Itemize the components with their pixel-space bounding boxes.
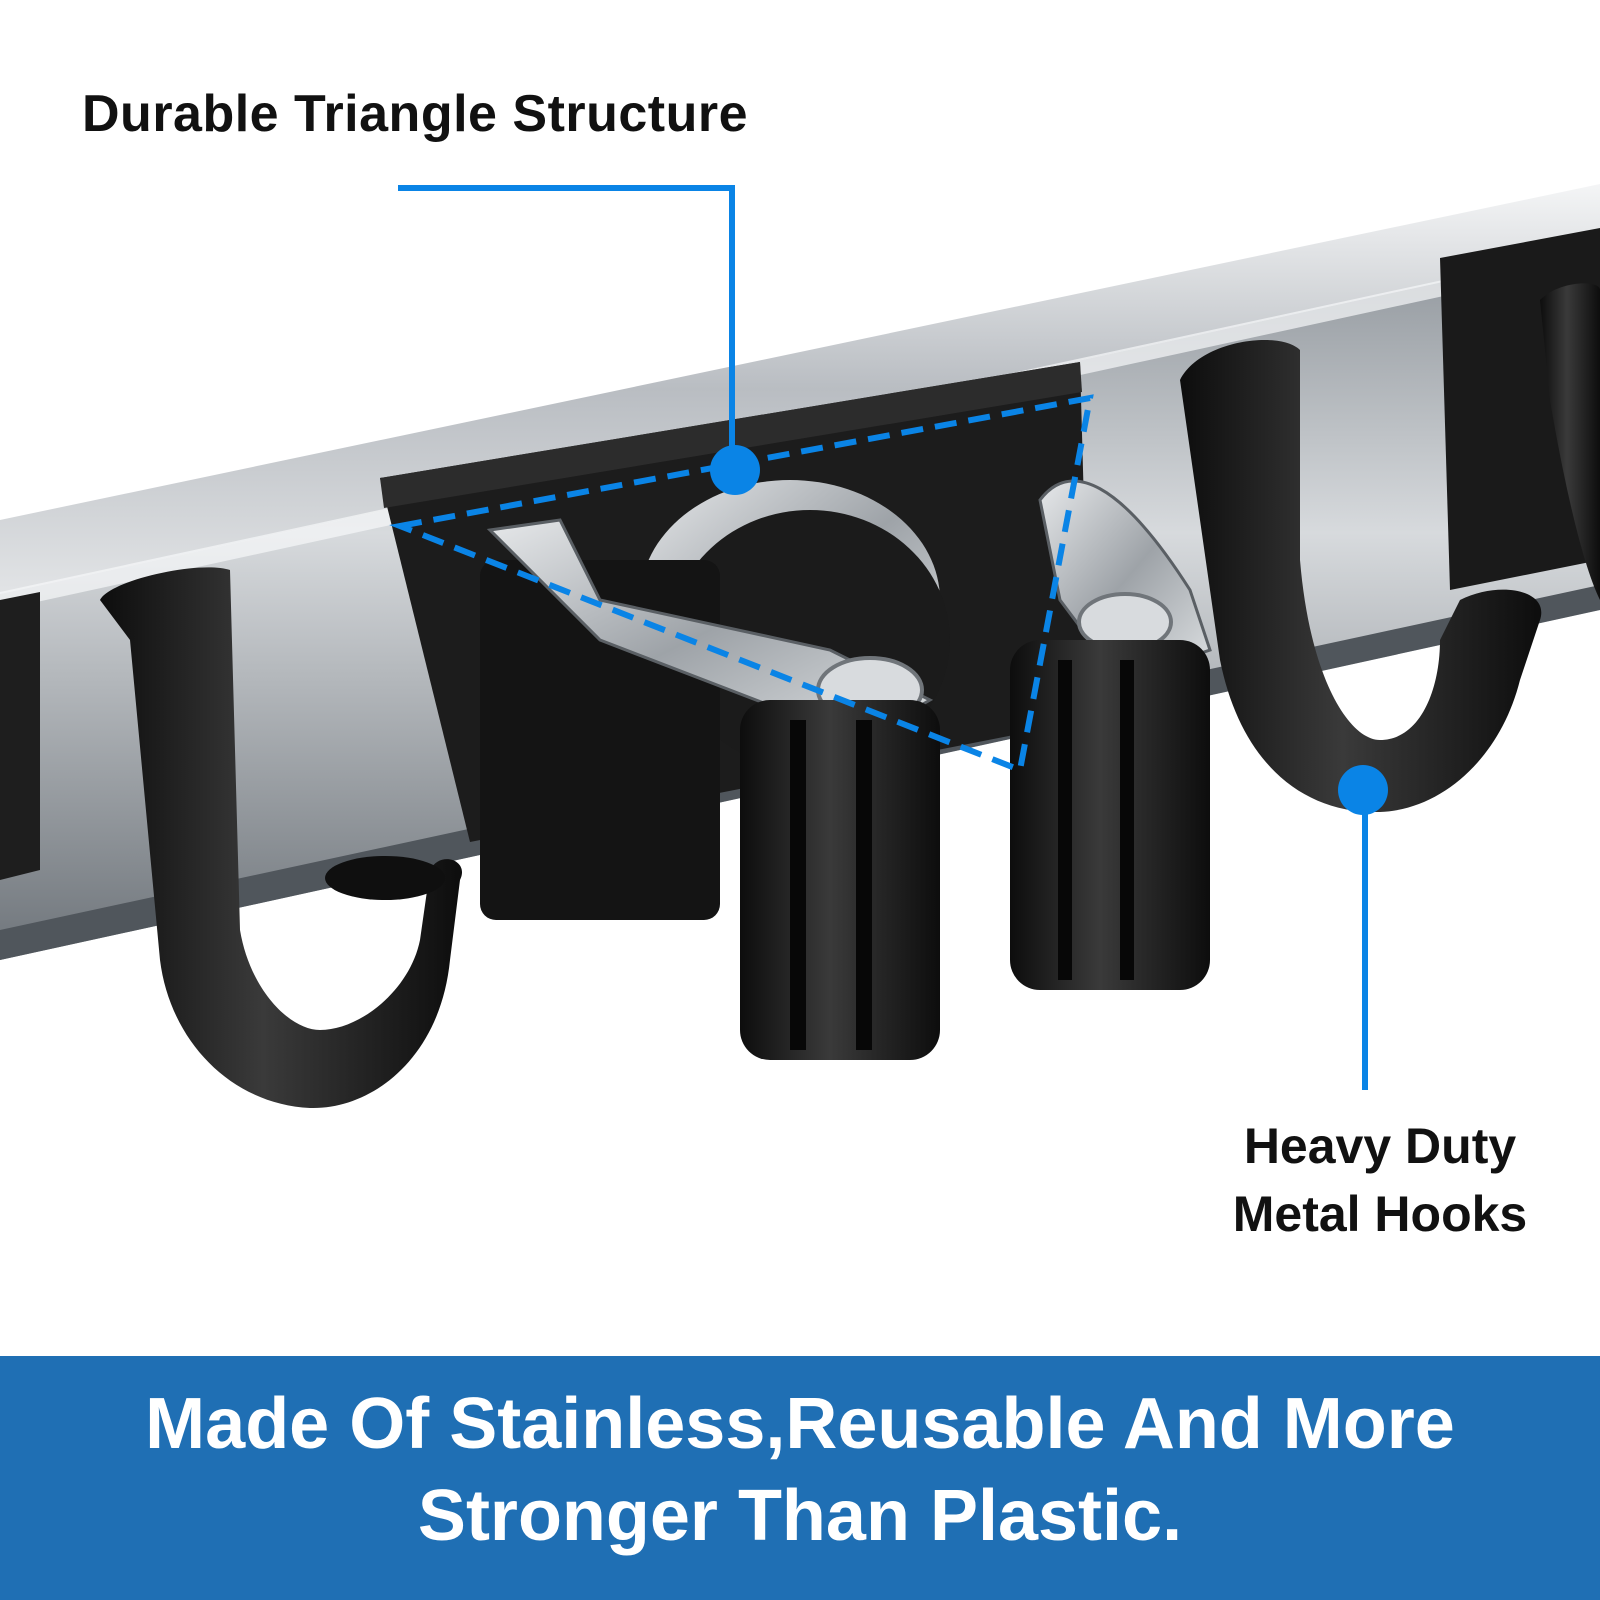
left-u-hook <box>100 567 463 1109</box>
banner-line-1: Made Of Stainless,Reusable And More <box>145 1384 1455 1464</box>
triangle-structure-label: Durable Triangle Structure <box>82 85 749 143</box>
metal-hooks-label-line1: Heavy Duty <box>1243 1118 1517 1174</box>
right-u-hook <box>1180 340 1542 813</box>
product-photo <box>0 184 1600 1109</box>
metal-hooks-label-line2: Metal Hooks <box>1232 1186 1528 1242</box>
hook-callout <box>1338 765 1388 1090</box>
banner-line-2: Stronger Than Plastic. <box>417 1476 1183 1556</box>
center-clamp <box>480 480 950 1060</box>
far-right-hook <box>1540 283 1600 600</box>
metal-hooks-label: Heavy Duty Metal Hooks <box>1180 1112 1580 1248</box>
bottom-banner: Made Of Stainless,Reusable And More Stro… <box>0 1356 1600 1600</box>
right-clamp <box>1010 479 1212 990</box>
triangle-callout <box>389 185 1094 775</box>
